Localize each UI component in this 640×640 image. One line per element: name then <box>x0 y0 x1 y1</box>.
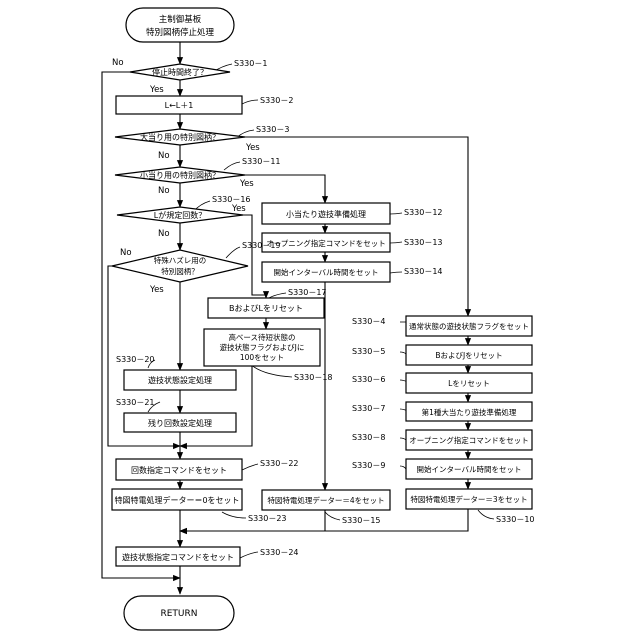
process-p13-text: オープニング指定コマンドをセット <box>266 238 386 248</box>
process-p20-text: 遊技状態設定処理 <box>148 375 212 385</box>
step-label-s330-10: S330－10 <box>496 515 535 524</box>
process-p24-text: 遊技状態指定コマンドをセット <box>122 552 234 562</box>
process-p12: 小当たり遊技準備処理 <box>262 203 390 224</box>
process-p10-text: 特図特電処理データー＝3をセット <box>410 494 527 504</box>
step-label-s330-6: S330－6 <box>352 375 385 384</box>
step-label-s330-19: S330－19 <box>242 241 281 250</box>
branch-d19-no: No <box>120 248 132 258</box>
start-label-line2: 特別図柄停止処理 <box>146 27 215 38</box>
process-p24: 遊技状態指定コマンドをセット <box>116 547 240 566</box>
process-p2: L←L＋1 <box>116 96 242 114</box>
decision-d3-text: 大当り用の特別図柄？ <box>140 132 220 142</box>
branch-d16-yes: Yes <box>231 204 246 214</box>
process-p20: 遊技状態設定処理 <box>124 370 236 390</box>
decision-d1: 停止時間終了？ <box>130 64 230 80</box>
branch-d1-yes: Yes <box>149 85 164 95</box>
step-label-s330-18: S330－18 <box>294 373 333 382</box>
branch-d16-no: No <box>158 229 170 239</box>
process-p21: 残り回数設定処理 <box>124 413 236 432</box>
branch-d3-yes: Yes <box>245 143 260 153</box>
step-label-s330-12: S330－12 <box>404 208 443 217</box>
process-p17-text: BおよびLをリセット <box>229 304 303 313</box>
process-p5: BおよびJをリセット <box>406 345 532 365</box>
process-p13: オープニング指定コマンドをセット <box>262 233 390 252</box>
step-label-s330-23: S330－23 <box>248 514 287 523</box>
process-p22-text: 回数指定コマンドをセット <box>131 465 227 475</box>
step-label-s330-17: S330－17 <box>288 288 327 297</box>
step-label-s330-3: S330－3 <box>256 125 289 134</box>
process-p14: 開始インターバル時間をセット <box>262 262 390 282</box>
step-label-s330-7: S330－7 <box>352 404 385 413</box>
process-p7-text: 第1種大当たり遊技準備処理 <box>422 407 517 417</box>
process-p23-text: 特図特電処理データー＝0をセット <box>114 495 239 505</box>
end-label: RETURN <box>160 609 197 619</box>
process-p15: 特図特電処理データー＝4をセット <box>262 490 390 510</box>
process-p18-text-line3: 100をセット <box>240 353 284 362</box>
process-p14-text: 開始インターバル時間をセット <box>274 267 379 277</box>
decision-d1-text: 停止時間終了？ <box>152 67 208 77</box>
step-label-s330-2: S330－2 <box>260 96 293 105</box>
step-label-s330-14: S330－14 <box>404 267 443 276</box>
branch-d11-yes: Yes <box>239 179 254 189</box>
step-label-s330-16: S330－16 <box>212 195 251 204</box>
decision-d19-text-line2: 特別図柄？ <box>161 266 199 276</box>
process-p6: Lをリセット <box>406 373 532 393</box>
decision-d16: Lが規定回数？ <box>117 207 243 223</box>
process-p9: 開始インターバル時間をセット <box>406 459 532 479</box>
step-label-s330-15: S330－15 <box>342 516 381 525</box>
process-p2-text: L←L＋1 <box>165 101 194 110</box>
process-p10: 特図特電処理データー＝3をセット <box>406 489 532 509</box>
step-label-s330-8: S330－8 <box>352 433 385 442</box>
process-p21-text: 残り回数設定処理 <box>148 418 212 428</box>
process-p23: 特図特電処理データー＝0をセット <box>112 489 242 510</box>
process-p5-text: BおよびJをリセット <box>435 351 502 360</box>
process-p4-text: 通常状態の遊技状態フラグをセット <box>409 321 529 331</box>
process-p15-text: 特図特電処理データー＝4をセット <box>267 495 384 505</box>
process-p8: オープニング指定コマンドをセット <box>406 430 532 450</box>
decision-d19-text-line1: 特殊ハズレ用の <box>154 255 207 265</box>
decision-d11-text: 小当り用の特別図柄？ <box>140 170 220 180</box>
start-label-line1: 主制御基板 <box>159 14 202 25</box>
branch-d11-no: No <box>158 186 170 196</box>
step-label-s330-13: S330－13 <box>404 238 443 247</box>
decision-d19: 特殊ハズレ用の 特別図柄？ <box>112 250 248 282</box>
process-p17: BおよびLをリセット <box>208 298 324 318</box>
step-label-s330-22: S330－22 <box>260 459 299 468</box>
step-label-s330-20: S330－20 <box>116 355 155 364</box>
process-p18: 高ベース待短状態の 遊技状態フラグおよびJに 100をセット <box>204 329 320 366</box>
branch-d19-yes: Yes <box>149 285 164 295</box>
decision-d11: 小当り用の特別図柄？ <box>115 167 245 183</box>
arrow-d16-yes <box>240 215 266 298</box>
step-label-s330-21: S330－21 <box>116 398 155 407</box>
branch-d1-no: No <box>112 58 124 68</box>
process-p18-text-line2: 遊技状態フラグおよびJに <box>220 342 305 352</box>
step-label-s330-5: S330－5 <box>352 347 385 356</box>
step-label-s330-9: S330－9 <box>352 461 385 470</box>
decision-d16-text: Lが規定回数？ <box>154 210 206 220</box>
process-p12-text: 小当たり遊技準備処理 <box>286 209 366 219</box>
process-p7: 第1種大当たり遊技準備処理 <box>406 402 532 421</box>
process-p22: 回数指定コマンドをセット <box>116 459 242 480</box>
step-label-s330-24: S330－24 <box>260 548 299 557</box>
process-p8-text: オープニング指定コマンドをセット <box>409 435 529 445</box>
process-p6-text: Lをリセット <box>448 379 490 388</box>
decision-d3: 大当り用の特別図柄？ <box>115 129 245 145</box>
step-label-s330-11: S330－11 <box>242 157 281 166</box>
process-p4: 通常状態の遊技状態フラグをセット <box>406 316 532 336</box>
step-label-s330-1: S330－1 <box>234 59 267 68</box>
process-p18-text-line1: 高ベース待短状態の <box>228 332 295 342</box>
branch-d3-no: No <box>158 151 170 161</box>
process-p9-text: 開始インターバル時間をセット <box>417 464 522 474</box>
step-label-s330-4: S330－4 <box>352 317 385 326</box>
